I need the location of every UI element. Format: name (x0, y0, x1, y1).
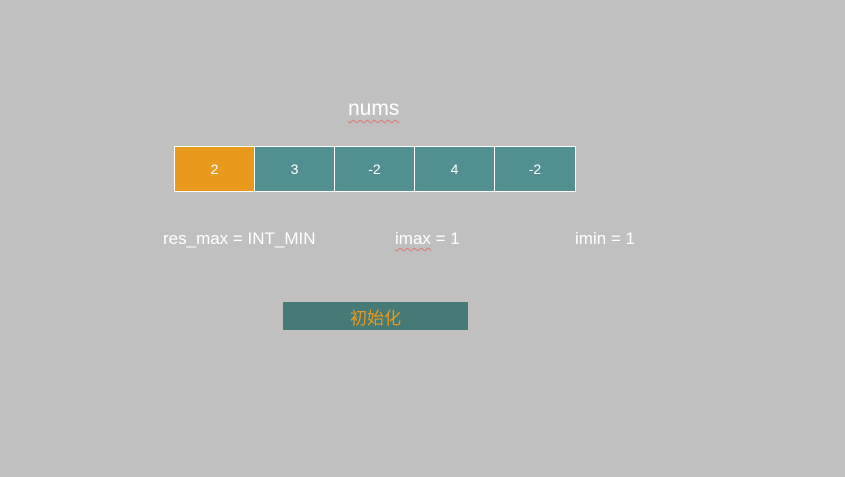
array-cell-0: 2 (175, 147, 255, 191)
array-cell-2: -2 (335, 147, 415, 191)
imax-name: imax (395, 229, 431, 248)
imin-label: imin = 1 (575, 229, 635, 248)
imax-label: imax = 1 (395, 229, 460, 249)
array-nums: 2 3 -2 4 -2 (174, 146, 576, 192)
imax-value: = 1 (430, 229, 460, 248)
res-max-label: res_max = INT_MIN (163, 229, 316, 248)
array-cell-4: -2 (495, 147, 575, 191)
array-title: nums (348, 97, 400, 120)
step-label: 初始化 (283, 302, 468, 330)
array-cell-1: 3 (255, 147, 335, 191)
array-cell-3: 4 (415, 147, 495, 191)
